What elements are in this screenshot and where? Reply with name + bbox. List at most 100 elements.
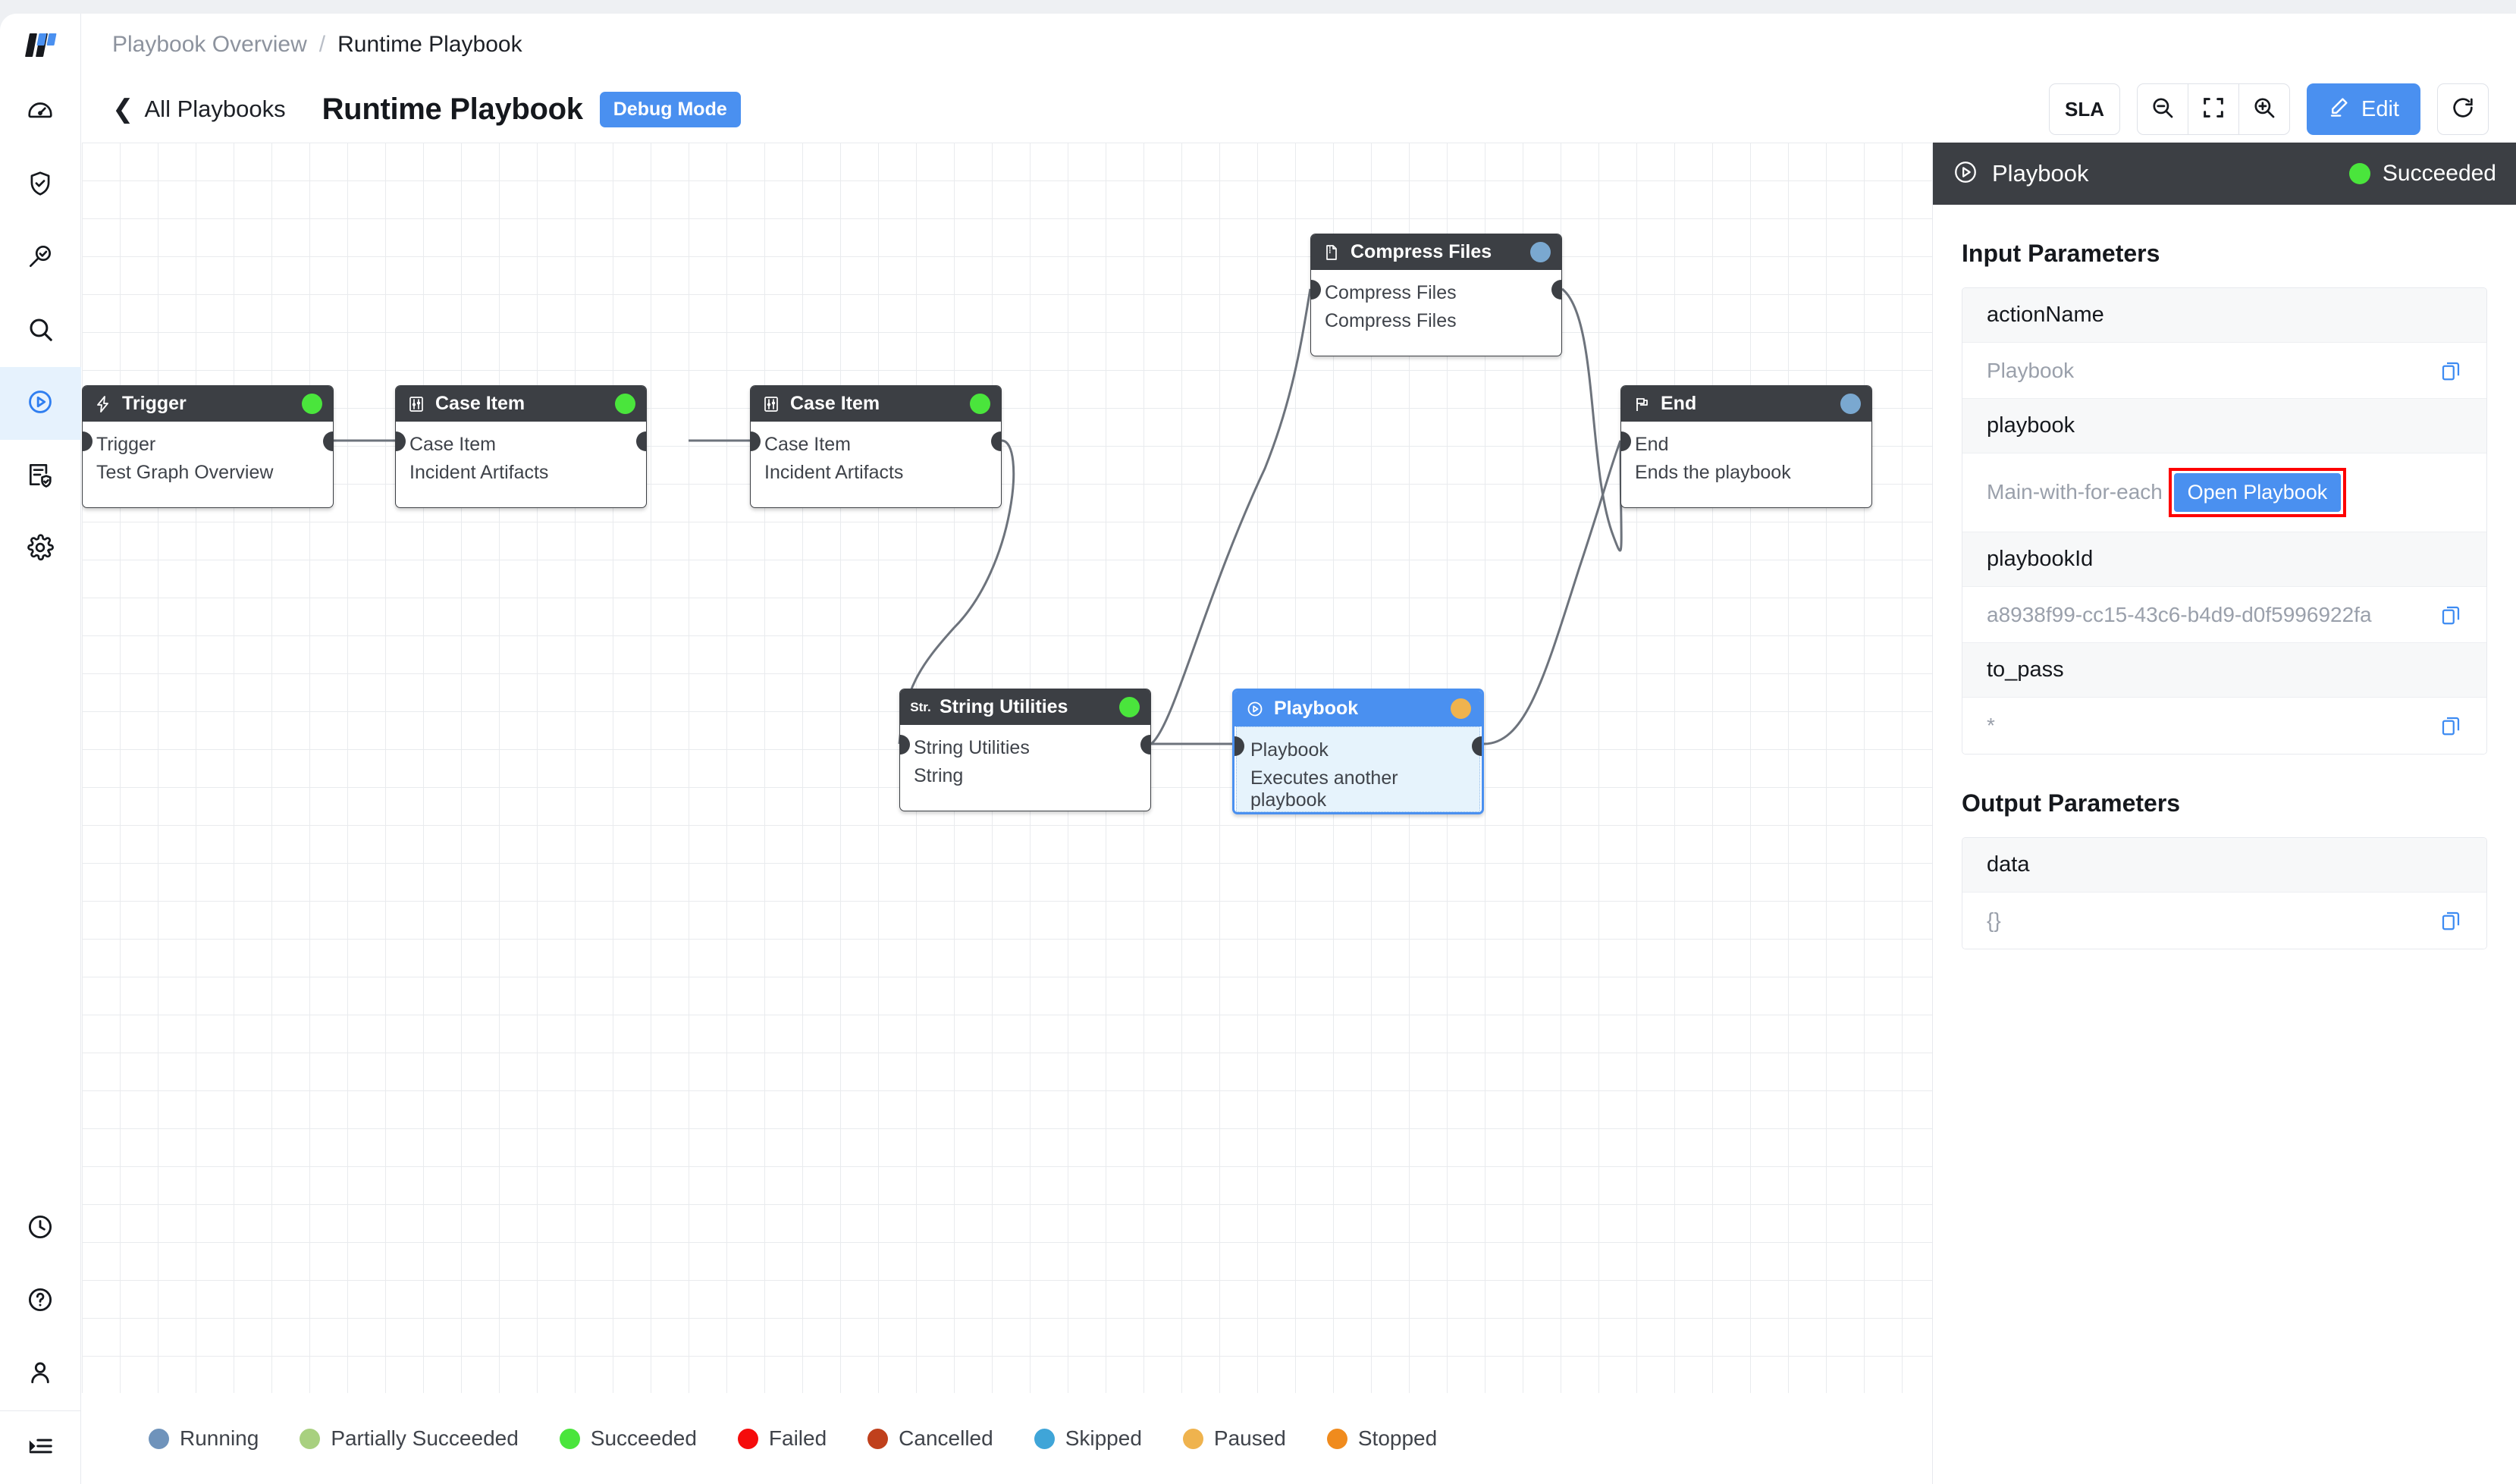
node-port-left[interactable]	[1621, 431, 1631, 451]
play-circle-icon	[26, 387, 55, 420]
debug-mode-badge[interactable]: Debug Mode	[599, 91, 741, 127]
playbook-canvas[interactable]: Trigger Trigger Test Graph Overview	[82, 143, 1932, 1484]
status-dot	[149, 1428, 169, 1449]
node-header: Case Item	[396, 386, 646, 422]
node-line-2: Incident Artifacts	[409, 462, 549, 483]
node-port-right[interactable]	[1472, 736, 1482, 756]
edit-button[interactable]: Edit	[2307, 83, 2420, 135]
status-dot	[559, 1428, 580, 1449]
node-port-left[interactable]	[900, 735, 910, 755]
sliders-icon	[761, 394, 781, 414]
details-panel-body: Input Parameters actionName Playbook pla…	[1933, 240, 2516, 949]
param-value-row: Playbook	[1962, 343, 2486, 399]
clock-icon	[26, 1213, 55, 1245]
sidebar-item-collapse[interactable]	[0, 1411, 81, 1484]
node-line-2: Test Graph Overview	[96, 462, 274, 483]
copy-icon[interactable]	[2439, 359, 2462, 382]
question-circle-icon	[26, 1285, 55, 1318]
node-port-right[interactable]	[323, 431, 333, 451]
gauge-icon	[26, 96, 55, 129]
legend-item-skipped: Skipped	[1034, 1426, 1142, 1451]
legend-item-succeeded: Succeeded	[559, 1426, 697, 1451]
node-port-left[interactable]	[396, 431, 406, 451]
node-port-left[interactable]	[83, 431, 93, 451]
graph-node-compress-files[interactable]: Compress Files Compress Files Compress F…	[1310, 234, 1562, 356]
details-panel-header: Playbook Succeeded	[1933, 143, 2516, 205]
shield-check-icon	[26, 169, 55, 202]
param-value: {}	[1987, 908, 2001, 932]
expand-menu-icon	[26, 1432, 55, 1464]
sidebar-item-dashboard[interactable]	[0, 76, 81, 149]
node-title: End	[1661, 393, 1697, 414]
fit-screen-button[interactable]	[2188, 83, 2240, 135]
node-title: Playbook	[1274, 698, 1359, 719]
legend-label: Cancelled	[899, 1426, 993, 1450]
sidebar-bottom-items	[0, 1192, 81, 1484]
node-line-2: Ends the playbook	[1635, 462, 1791, 483]
copy-icon[interactable]	[2439, 714, 2462, 737]
breadcrumb-parent[interactable]: Playbook Overview	[112, 32, 307, 57]
status-dot	[1182, 1428, 1203, 1449]
copy-icon[interactable]	[2439, 909, 2462, 932]
graph-node-end[interactable]: End End Ends the playbook	[1620, 385, 1872, 508]
node-title: String Utilities	[940, 696, 1068, 717]
refresh-button[interactable]	[2437, 83, 2489, 135]
copy-icon[interactable]	[2439, 604, 2462, 626]
app-logo[interactable]	[0, 14, 81, 76]
status-dot	[300, 1428, 321, 1449]
sidebar-item-settings[interactable]	[0, 513, 81, 585]
node-status-dot	[1119, 697, 1140, 717]
sidebar-item-search[interactable]	[0, 294, 81, 367]
edit-label: Edit	[2361, 96, 2399, 121]
node-line-1: Case Item	[409, 434, 496, 455]
zoom-in-button[interactable]	[2238, 83, 2291, 135]
zoom-out-button[interactable]	[2137, 83, 2189, 135]
sidebar-item-account[interactable]	[0, 1338, 81, 1410]
page-title: Runtime Playbook	[322, 92, 583, 126]
node-header: End	[1621, 386, 1871, 422]
node-status-dot	[970, 394, 990, 414]
play-circle-icon	[1245, 699, 1265, 719]
legend-item-partially-succeeded: Partially Succeeded	[300, 1426, 519, 1451]
sidebar-item-hunt[interactable]	[0, 221, 81, 294]
node-port-left[interactable]	[751, 431, 761, 451]
sliders-icon	[406, 394, 426, 414]
param-value-row: *	[1962, 698, 2486, 754]
node-body: Playbook Executes another playbook	[1236, 726, 1480, 812]
flag-icon	[1632, 394, 1652, 414]
node-header: Trigger	[83, 386, 333, 422]
graph-node-playbook[interactable]: Playbook Playbook Executes another playb…	[1232, 689, 1484, 814]
app-window: Playbook Overview / Runtime Playbook ❮ A…	[0, 14, 2516, 1484]
legend-item-running: Running	[149, 1426, 259, 1451]
zoom-out-icon	[2150, 95, 2176, 124]
node-line-1: Case Item	[764, 434, 851, 455]
graph-node-string-utilities[interactable]: Str. String Utilities String Utilities S…	[899, 689, 1151, 811]
sidebar-item-reports[interactable]	[0, 440, 81, 513]
node-line-1: String Utilities	[914, 737, 1030, 758]
graph-node-case-item-1[interactable]: Case Item Case Item Incident Artifacts	[395, 385, 647, 508]
fit-screen-icon	[2201, 95, 2226, 124]
graph-node-trigger[interactable]: Trigger Trigger Test Graph Overview	[82, 385, 334, 508]
node-port-right[interactable]	[1140, 735, 1150, 755]
lightning-icon	[93, 394, 113, 414]
node-port-left[interactable]	[1234, 736, 1244, 756]
graph-node-case-item-2[interactable]: Case Item Case Item Incident Artifacts	[750, 385, 1002, 508]
node-port-right[interactable]	[1551, 280, 1561, 300]
sidebar-divider	[0, 1410, 81, 1411]
playbook-logo-icon	[24, 28, 57, 61]
sla-button[interactable]: SLA	[2049, 83, 2121, 135]
sidebar-items	[0, 76, 81, 585]
legend-label: Skipped	[1065, 1426, 1142, 1450]
input-parameters-table: actionName Playbook playbook Main-with-f…	[1962, 287, 2487, 755]
sidebar-item-help[interactable]	[0, 1265, 81, 1338]
node-title: Case Item	[435, 393, 525, 414]
node-port-left[interactable]	[1311, 280, 1321, 300]
open-playbook-button[interactable]: Open Playbook	[2173, 473, 2342, 512]
sidebar-item-cases[interactable]	[0, 149, 81, 221]
node-port-right[interactable]	[991, 431, 1001, 451]
back-to-all-playbooks-button[interactable]: ❮ All Playbooks	[112, 96, 286, 123]
node-port-right[interactable]	[636, 431, 646, 451]
sidebar-item-playbooks[interactable]	[0, 367, 81, 440]
sidebar-item-history[interactable]	[0, 1192, 81, 1265]
